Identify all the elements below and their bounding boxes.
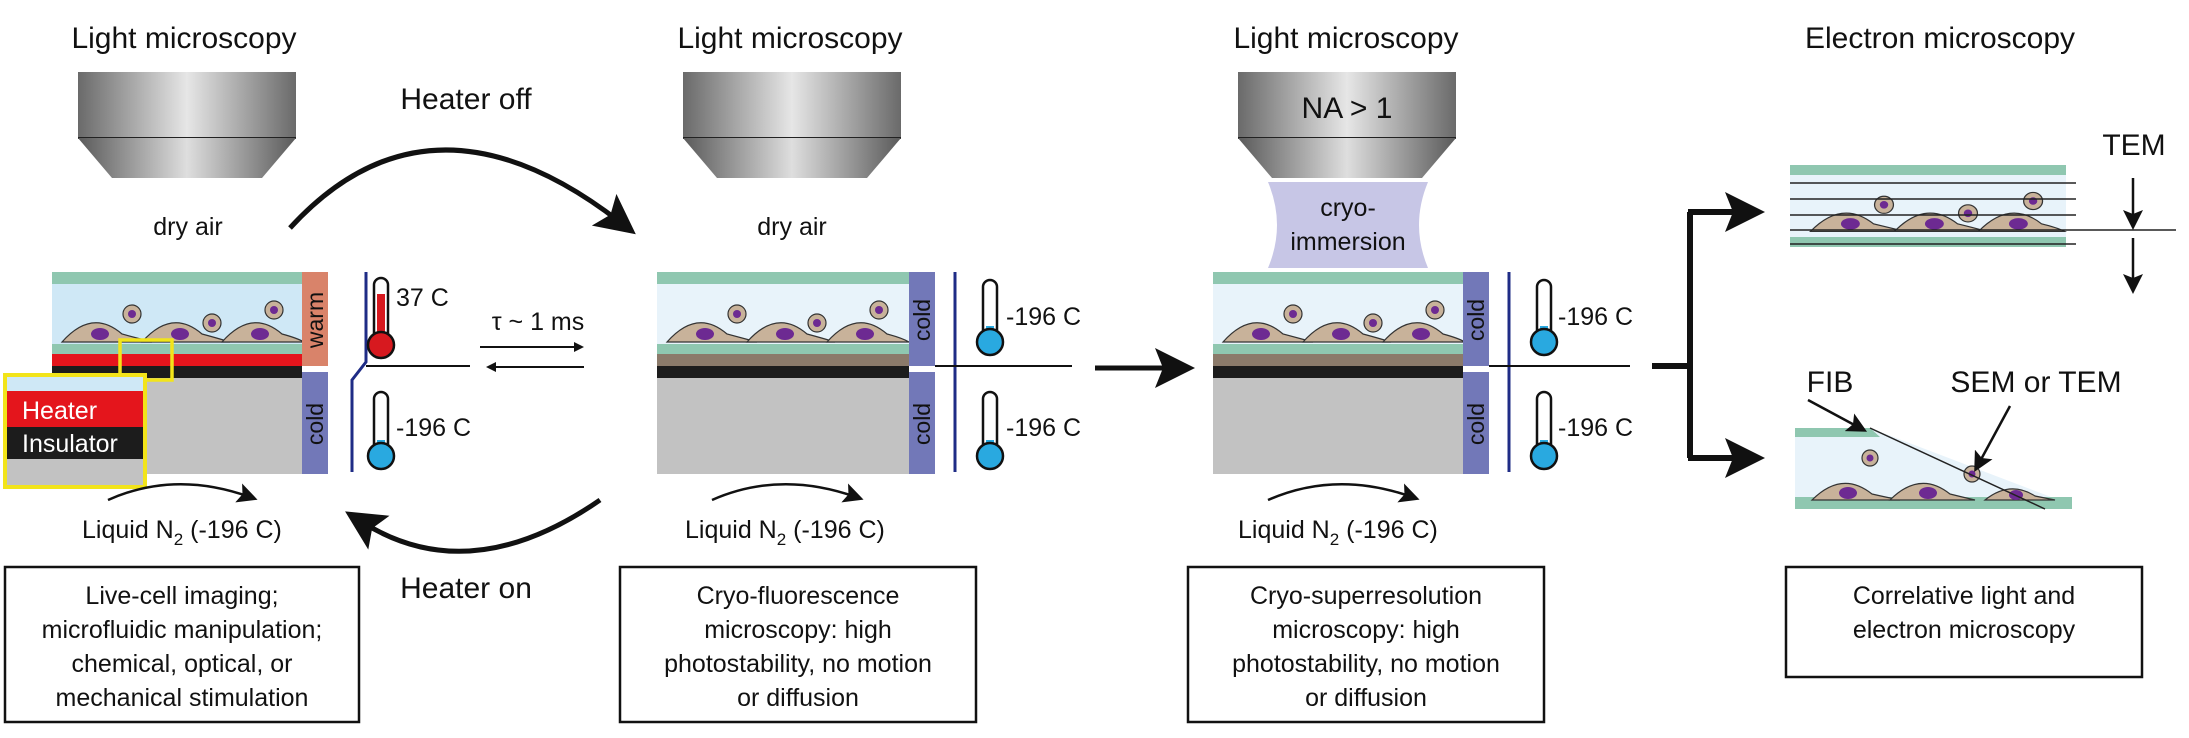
immersion-line-1: cryo- (1320, 194, 1376, 222)
cold-label-top: cold (909, 299, 935, 341)
box-2-line-1: Cryo-fluorescence (697, 582, 900, 610)
objective-icon (1238, 72, 1456, 178)
sample-chamber: cold cold (1213, 272, 1489, 474)
straight-arrow-icon (1807, 398, 1868, 432)
liquid-n2-label: Liquid N2 (-196 C) (1238, 516, 1438, 549)
description-box-4 (1784, 565, 2144, 679)
temp-bottom: -196 C (1006, 414, 1081, 442)
sem-tem-label: SEM or TEM (1950, 366, 2121, 399)
immersion-line-2: immersion (1290, 228, 1405, 256)
box-3-line-1: Cryo-superresolution (1250, 582, 1482, 610)
stage-4: Electron microscopy TEM (1784, 22, 2176, 679)
box-1-line-2: microfluidic manipulation; (42, 616, 323, 644)
thermometer-icon (975, 390, 1005, 471)
inset-heater-label: Heater (22, 397, 97, 425)
warm-label: warm (302, 292, 328, 349)
stage-2: Light microscopy dry air cold cold (618, 22, 1081, 724)
thermometer-icon (1529, 278, 1559, 357)
cold-strip (909, 372, 935, 474)
box-2-line-3: photostability, no motion (664, 650, 932, 678)
box-1-line-4: mechanical stimulation (56, 684, 309, 712)
cold-strip (909, 272, 935, 366)
box-1-line-3: chemical, optical, or (72, 650, 293, 678)
straight-arrow-icon (1974, 405, 2012, 473)
box-4-line-2: electron microscopy (1853, 616, 2076, 644)
curved-arrow-icon (1267, 482, 1420, 503)
stage-2-title: Light microscopy (677, 22, 902, 55)
dry-air-label: dry air (153, 213, 222, 241)
description-box-3 (1186, 565, 1546, 724)
box-1-line-1: Live-cell imaging; (85, 582, 278, 610)
stage-3: Light microscopy NA > 1 cryo- immersion … (1186, 22, 1633, 724)
box-4-line-1: Correlative light and (1853, 582, 2075, 610)
temp-bottom: -196 C (1558, 414, 1633, 442)
objective-icon (683, 72, 901, 178)
stage-1: Light microscopy dry air warm cold (3, 22, 471, 724)
box-3-line-3: photostability, no motion (1232, 650, 1500, 678)
description-box-2 (618, 565, 978, 724)
cold-label-bottom: cold (909, 403, 935, 445)
fib-label: FIB (1807, 366, 1854, 399)
objective-icon (78, 72, 296, 178)
curved-arrow-icon (711, 482, 864, 503)
cold-strip (302, 372, 328, 474)
box-3-line-4: or diffusion (1305, 684, 1427, 712)
thermometer-icon (366, 390, 396, 471)
temp-top: -196 C (1006, 303, 1081, 331)
heater-off-label: Heater off (400, 83, 532, 116)
cold-strip (1463, 372, 1489, 474)
heater-inset: Heater Insulator (3, 338, 174, 489)
curved-arrow-icon (345, 497, 602, 554)
box-3-line-2: microscopy: high (1272, 616, 1460, 644)
curved-arrow-icon (107, 482, 258, 503)
temp-top: -196 C (1558, 303, 1633, 331)
stage-1-title: Light microscopy (71, 22, 296, 55)
cold-label: cold (302, 403, 328, 445)
warm-strip (302, 272, 328, 366)
box-2-line-4: or diffusion (737, 684, 859, 712)
thermometer-icon (1529, 390, 1559, 471)
heater-on-label: Heater on (400, 572, 532, 605)
cold-label-top: cold (1463, 299, 1489, 341)
temp-cold: -196 C (396, 414, 471, 442)
tau-label: τ ~ 1 ms (492, 308, 585, 336)
objective-na-label: NA > 1 (1302, 92, 1393, 125)
branch-arrow (1652, 192, 1765, 478)
dry-air-label: dry air (757, 213, 826, 241)
sample-chamber: cold cold (657, 272, 935, 474)
inset-insulator-label: Insulator (22, 430, 118, 458)
stage-4-title: Electron microscopy (1805, 22, 2075, 55)
tem-section: TEM (1790, 129, 2176, 294)
stage-3-title: Light microscopy (1233, 22, 1458, 55)
fib-section: FIB SEM or TEM (1795, 366, 2122, 510)
transition: Heater off τ ~ 1 ms Heater on (288, 83, 636, 605)
thermometer-icon (366, 276, 396, 360)
immersion-medium (1268, 182, 1428, 268)
liquid-n2-label: Liquid N2 (-196 C) (82, 516, 282, 549)
liquid-n2-label: Liquid N2 (-196 C) (685, 516, 885, 549)
description-box-1 (3, 565, 361, 724)
tem-label: TEM (2102, 129, 2165, 162)
cold-strip (1463, 272, 1489, 366)
cold-label-bottom: cold (1463, 403, 1489, 445)
thermometer-icon (975, 278, 1005, 357)
box-2-line-2: microscopy: high (704, 616, 892, 644)
curved-arrow-icon (288, 147, 636, 235)
temp-hot: 37 C (396, 284, 449, 312)
